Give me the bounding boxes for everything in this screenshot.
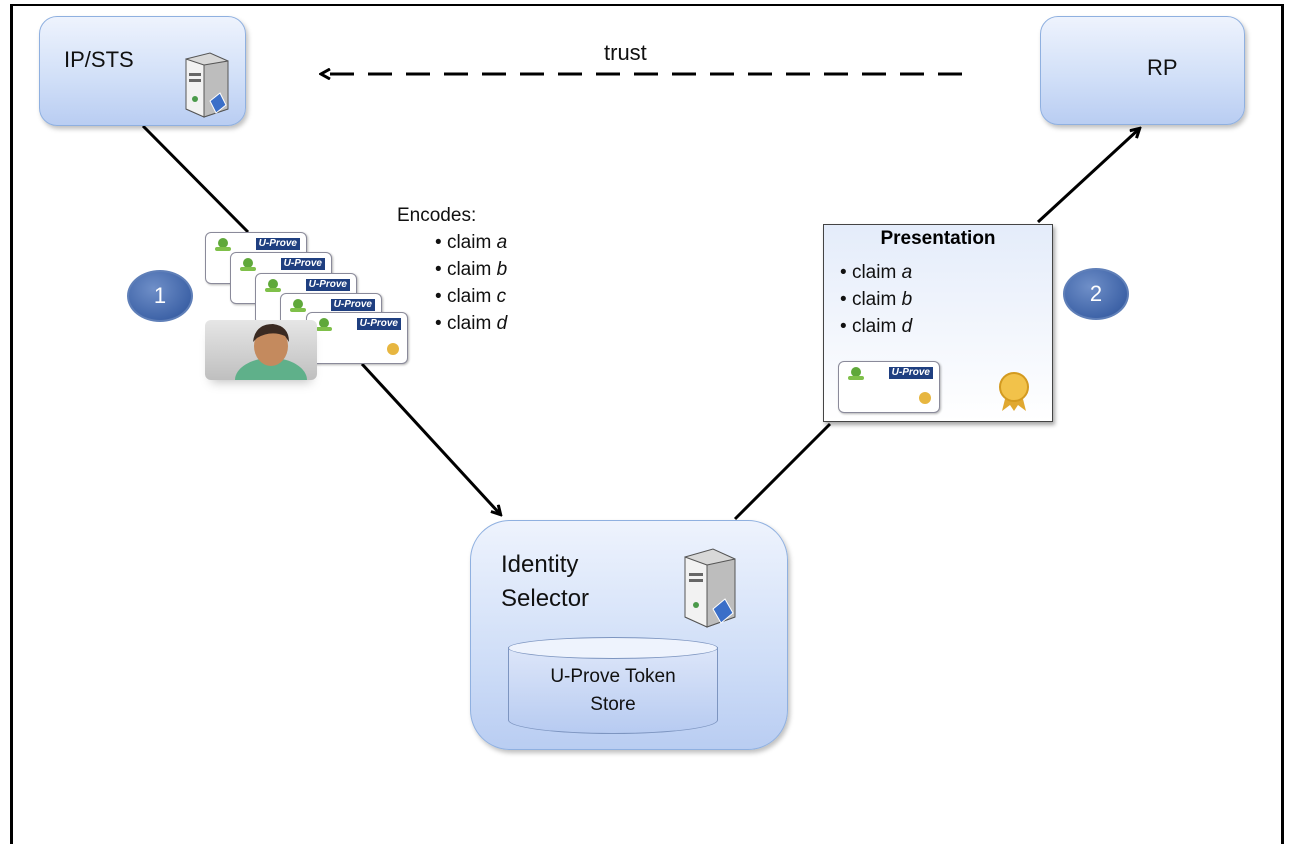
seal-icon: [387, 343, 399, 355]
token-store-cylinder: U-Prove Token Store: [508, 637, 718, 737]
rp-label: RP: [1147, 55, 1178, 80]
token-card-icon: U-Prove: [306, 312, 408, 364]
trust-label: trust: [604, 40, 647, 65]
selector-to-presentation-line: [733, 422, 832, 521]
encodes-claim: • claim d: [435, 313, 508, 334]
presentation-claim: • claim d: [840, 316, 913, 337]
ip-sts-label: IP/STS: [64, 47, 134, 72]
encodes-list: Encodes: • claim a • claim b • claim c •…: [397, 202, 507, 337]
token-logo: U-Prove: [280, 258, 325, 270]
rp-node: RP: [1040, 16, 1245, 125]
presentation-claim: • claim b: [840, 289, 913, 310]
encodes-title: Encodes:: [397, 205, 477, 226]
encodes-claim: • claim a: [435, 232, 508, 253]
encodes-claim: • claim b: [435, 259, 508, 280]
ip-sts-node: IP/STS: [39, 16, 246, 126]
token-card-icon: U-Prove: [838, 361, 940, 413]
token-logo: U-Prove: [305, 279, 350, 291]
token-logo: U-Prove: [356, 318, 401, 330]
step-2-badge: 2: [1063, 268, 1129, 320]
seal-icon: [999, 372, 1029, 411]
token-logo: U-Prove: [255, 238, 300, 250]
ipsts-to-tokens-line: [141, 124, 250, 234]
user-avatar-icon: [205, 320, 317, 380]
server-icon: [684, 548, 736, 628]
presentation-claim: • claim a: [840, 262, 913, 283]
presentation-to-rp-arrow: [1036, 129, 1139, 224]
seal-icon: [919, 392, 931, 404]
presentation-title: Presentation: [880, 228, 996, 249]
identity-selector-label-2: Selector: [501, 585, 590, 612]
presentation-claims: • claim a • claim b • claim d: [840, 259, 912, 340]
diagram-frame: [10, 4, 1284, 844]
encodes-claim: • claim c: [435, 286, 507, 307]
tokens-to-selector-arrow: [360, 362, 500, 514]
server-icon: [185, 52, 229, 118]
token-logo: U-Prove: [330, 299, 375, 311]
token-logo: U-Prove: [888, 367, 933, 379]
token-store-label-1: U-Prove Token: [550, 666, 676, 687]
presentation-box: Presentation • claim a • claim b • claim…: [823, 224, 1053, 422]
token-store-label-2: Store: [590, 694, 636, 715]
step-1-badge: 1: [127, 270, 193, 322]
identity-selector-label-1: Identity: [501, 551, 579, 578]
